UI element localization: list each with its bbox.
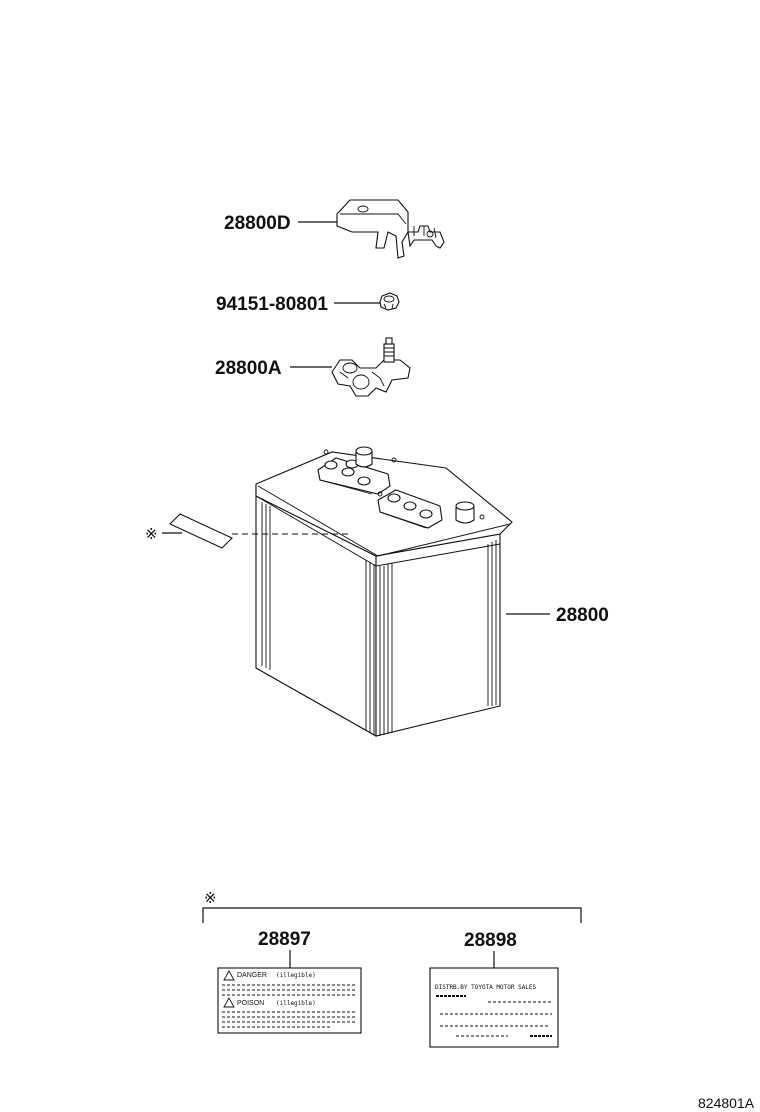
warning-label-part: DANGER (illegible) POISON (illegible) [217,967,362,1034]
labels-bracket [202,907,582,923]
terminal-cover-part [336,199,445,259]
nut-part [379,292,400,311]
caution-label-part: DISTRB.BY TOYOTA MOTOR SALES [429,967,559,1048]
terminal-clamp-callout: 28800A [215,358,282,379]
warning-label-poison-text: POISON [237,1000,264,1007]
battery-part [255,446,513,737]
note-mark-battery: ※ [145,525,158,543]
terminal-clamp-part [331,337,411,397]
note-mark-labels: ※ [204,889,217,907]
caution-label-callout: 28898 [464,930,517,951]
nut-callout: 94151-80801 [216,294,328,315]
label-sheet-part [169,513,233,549]
terminal-cover-callout: 28800D [224,213,291,234]
caution-label-distributor-text: DISTRB.BY TOYOTA MOTOR SALES [435,984,537,991]
warning-label-danger-sub: (illegible) [276,972,316,979]
warning-label-danger-text: DANGER [237,972,267,979]
warning-label-poison-sub: (illegible) [276,1000,316,1007]
warning-label-callout: 28897 [258,929,311,950]
figure-reference: 824801A [698,1095,755,1111]
battery-callout: 28800 [556,605,609,626]
